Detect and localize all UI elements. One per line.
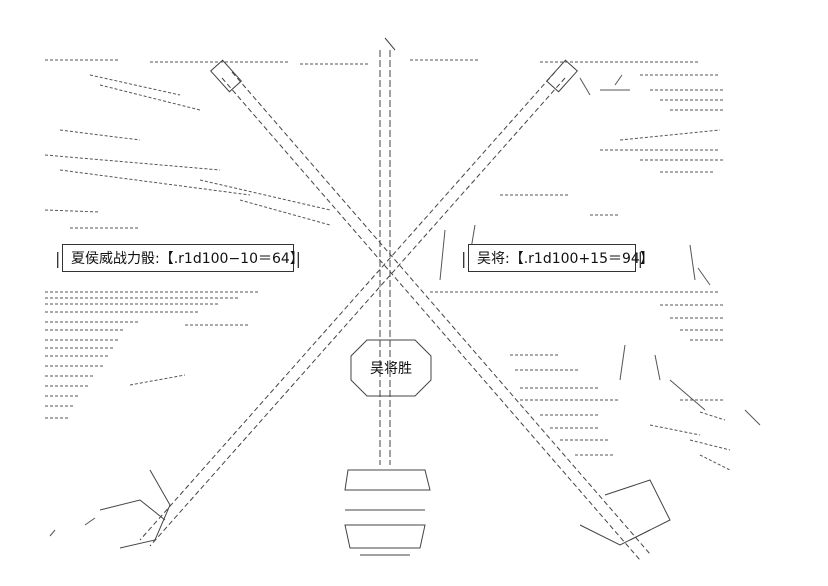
winner-badge: 吴将胜 [349, 340, 433, 396]
pommel-right [579, 479, 671, 546]
pommel-left [99, 469, 171, 549]
stroke-marks [49, 74, 761, 537]
sword-right-to-left [139, 71, 566, 547]
left-roll-result: 夏侯威战力骰:【.r1d100−10＝64】 [55, 244, 304, 272]
winner-octagon [350, 339, 432, 397]
right-roll-result: 吴将:【.r1d100+15＝94】 [461, 244, 654, 272]
sword-left-to-right [221, 71, 651, 561]
center-pole [379, 50, 391, 465]
right-roll-text: 吴将:【.r1d100+15＝94】 [477, 251, 654, 267]
hatching [44, 59, 731, 471]
pommel-center [344, 469, 431, 556]
left-roll-text: 夏侯威战力骰:【.r1d100−10＝64】 [71, 251, 304, 267]
winner-text: 吴将胜 [370, 361, 412, 377]
